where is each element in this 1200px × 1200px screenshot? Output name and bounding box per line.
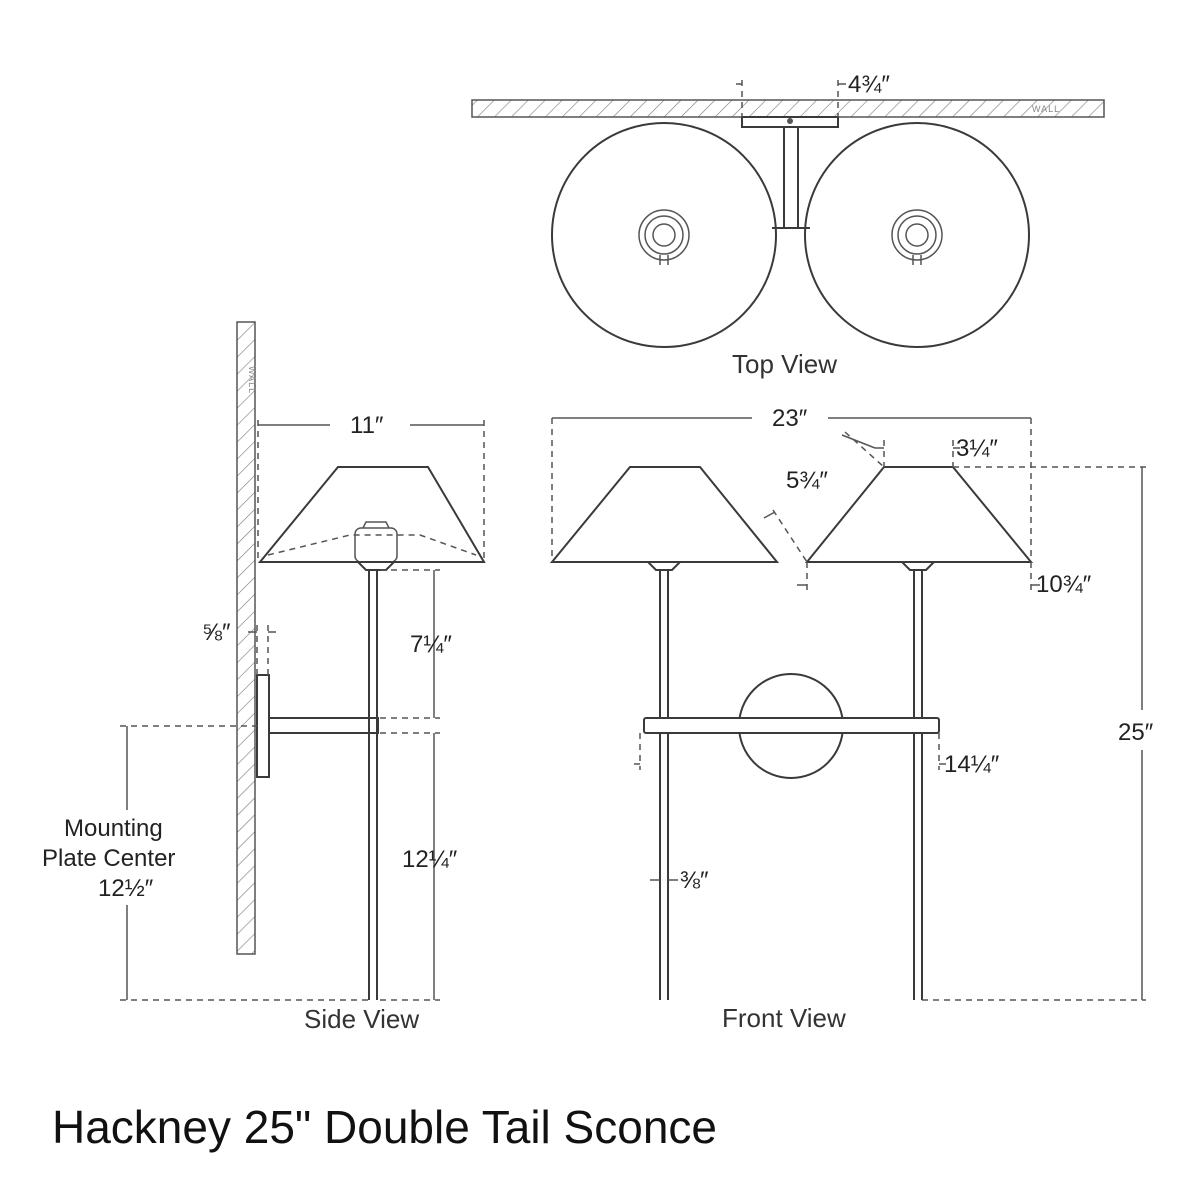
side-socket [354, 527, 398, 563]
side-mounting-plate [256, 674, 270, 778]
arm-width-label: 14¼″ [944, 751, 1000, 778]
top-right-shade [804, 122, 1030, 348]
top-plate-screw [787, 118, 793, 124]
mounting-label-line2: Plate Center [42, 845, 175, 872]
side-shade [257, 466, 486, 563]
overall-width-dimension: 23″ [551, 405, 1032, 562]
top-right-socket [891, 209, 943, 265]
plate-width-dimension: 4¾″ [736, 71, 890, 117]
wall-offset-dimension: ⅝″ [202, 619, 276, 675]
arm-width-dimension: 14¼″ [634, 733, 1000, 778]
side-view: WALL 11″ ⅝″ 7¼″ 12¼″ [42, 321, 486, 1034]
front-right-shade [804, 466, 1034, 563]
tail-diameter-dimension: ⅜″ [650, 867, 709, 894]
upper-stem-dimension: 7¼″ [380, 569, 452, 719]
shade-slant-label: 5¾″ [786, 467, 828, 494]
top-arm [772, 127, 810, 229]
top-wall-label: WALL [1032, 104, 1060, 114]
side-finial [355, 561, 397, 571]
front-left-shade [549, 466, 780, 563]
side-shade-inner [267, 534, 477, 556]
mounting-center-dimension: Mounting Plate Center 12½″ [42, 725, 369, 1001]
side-wall-label: WALL [247, 366, 257, 394]
shade-top-dimension: 3¼″ [875, 435, 998, 467]
plate-width-label: 4¾″ [848, 71, 890, 98]
side-wall [236, 321, 256, 955]
top-view: WALL 4¾″ Top View [471, 71, 1105, 379]
product-title: Hackney 25" Double Tail Sconce [52, 1101, 717, 1153]
shade-bottom-label: 10¾″ [1036, 571, 1092, 598]
top-left-shade [551, 122, 777, 348]
wall-offset-label: ⅝″ [202, 619, 231, 646]
overall-height-label: 25″ [1118, 719, 1154, 746]
shade-bottom-dimension: 10¾″ [797, 562, 1092, 598]
lower-stem-label: 12¼″ [402, 846, 458, 873]
mounting-label-line1: Mounting [64, 815, 163, 842]
top-left-socket [638, 209, 690, 265]
shade-top-label: 3¼″ [956, 435, 998, 462]
side-depth-label: 11″ [350, 412, 384, 439]
side-tail [368, 570, 378, 1000]
overall-width-label: 23″ [772, 405, 808, 432]
front-view: 23″ 5¾″ 3¼″ 10¾″ 14¼″ ⅜″ 25 [549, 405, 1154, 1033]
front-left-tail [659, 570, 669, 1000]
front-crossbar [643, 717, 940, 734]
front-view-label: Front View [722, 1003, 846, 1033]
shade-slant-dimension: 5¾″ [763, 431, 885, 563]
side-arm [268, 717, 379, 734]
top-wall [471, 99, 1105, 118]
upper-stem-label: 7¼″ [410, 631, 452, 658]
front-right-tail [913, 570, 923, 1000]
tail-diameter-label: ⅜″ [680, 867, 709, 894]
side-socket-cap [362, 521, 390, 529]
lower-stem-dimension: 12¼″ [380, 732, 458, 1001]
mounting-label-value: 12½″ [98, 875, 154, 902]
front-right-finial [899, 561, 937, 571]
side-depth-dimension: 11″ [257, 412, 485, 562]
side-view-label: Side View [304, 1004, 419, 1034]
front-left-finial [645, 561, 683, 571]
top-mounting-plate [741, 116, 839, 128]
top-view-label: Top View [732, 349, 837, 379]
overall-height-dimension: 25″ [922, 466, 1154, 1001]
